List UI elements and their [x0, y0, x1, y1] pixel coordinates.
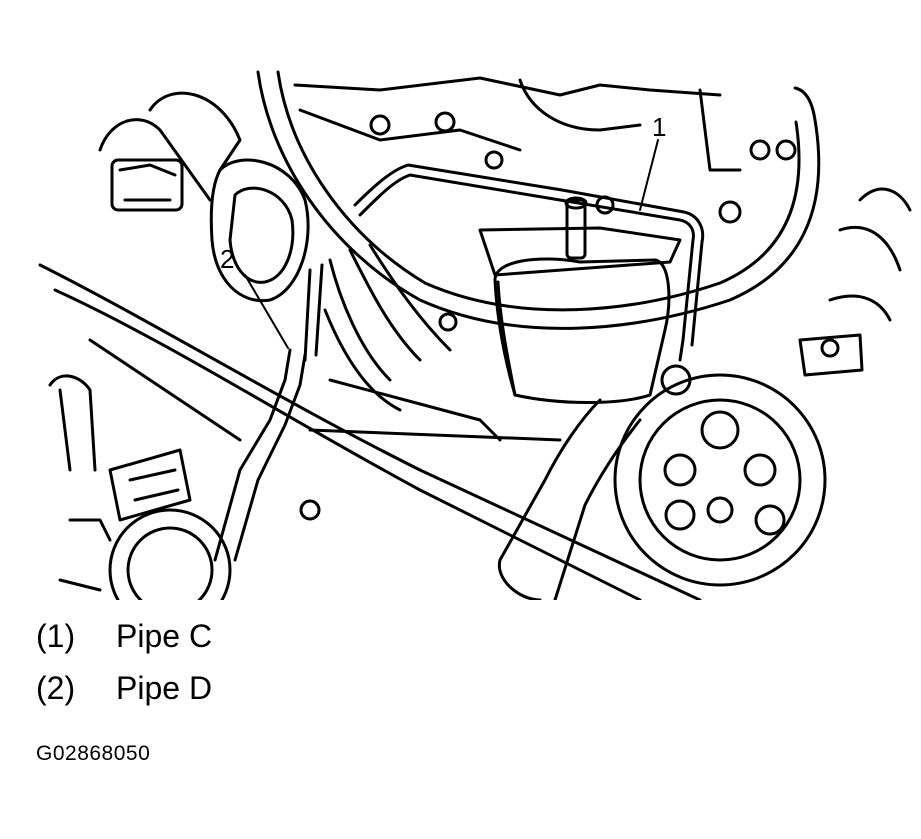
pipe-c-inner — [353, 163, 705, 347]
parts-legend: (1) Pipe C (2) Pipe D — [36, 620, 212, 724]
bolt — [438, 312, 458, 332]
pipe-c — [358, 173, 695, 362]
bolt — [718, 200, 742, 224]
bolt — [595, 195, 615, 215]
figure-code: G02868050 — [36, 742, 151, 765]
legend-item: (2) Pipe D — [36, 672, 212, 704]
legend-number: (1) — [36, 618, 76, 654]
legend-item: (1) Pipe C — [36, 620, 212, 652]
bolt — [299, 499, 321, 521]
sensor-connector — [110, 158, 184, 212]
pipe-d — [213, 348, 292, 562]
frame-bar — [38, 263, 702, 600]
engine-line-drawing: 1 2 — [38, 70, 912, 600]
bolt — [775, 139, 797, 161]
callout-1-leader — [639, 139, 659, 211]
intake-tube-inner — [228, 186, 295, 284]
legend-label: Pipe C — [116, 618, 213, 654]
bolt — [369, 114, 391, 136]
bolt — [484, 150, 504, 170]
bolt — [434, 111, 456, 133]
legend-number: (2) — [36, 670, 76, 706]
bolt — [660, 364, 692, 396]
legend-label: Pipe D — [116, 670, 213, 706]
pulley — [613, 373, 827, 587]
callout-2-label: 2 — [220, 244, 234, 274]
lower-left-clip — [48, 374, 192, 522]
callout-2-leader — [244, 274, 289, 349]
bolt — [749, 139, 771, 161]
callout-1-label: 1 — [652, 112, 666, 142]
engine-illustration: 1 2 — [38, 70, 912, 600]
intake-runners — [323, 243, 452, 412]
center-canister — [493, 257, 671, 404]
intake-tube — [209, 158, 310, 303]
air-duct — [98, 91, 242, 202]
canister-nozzle — [565, 198, 587, 260]
lower-hose — [497, 398, 602, 600]
upper-hose-loop-inner — [276, 70, 801, 312]
canister-top — [478, 226, 682, 277]
upper-hose-loop — [256, 70, 821, 330]
right-bracket — [798, 333, 864, 377]
